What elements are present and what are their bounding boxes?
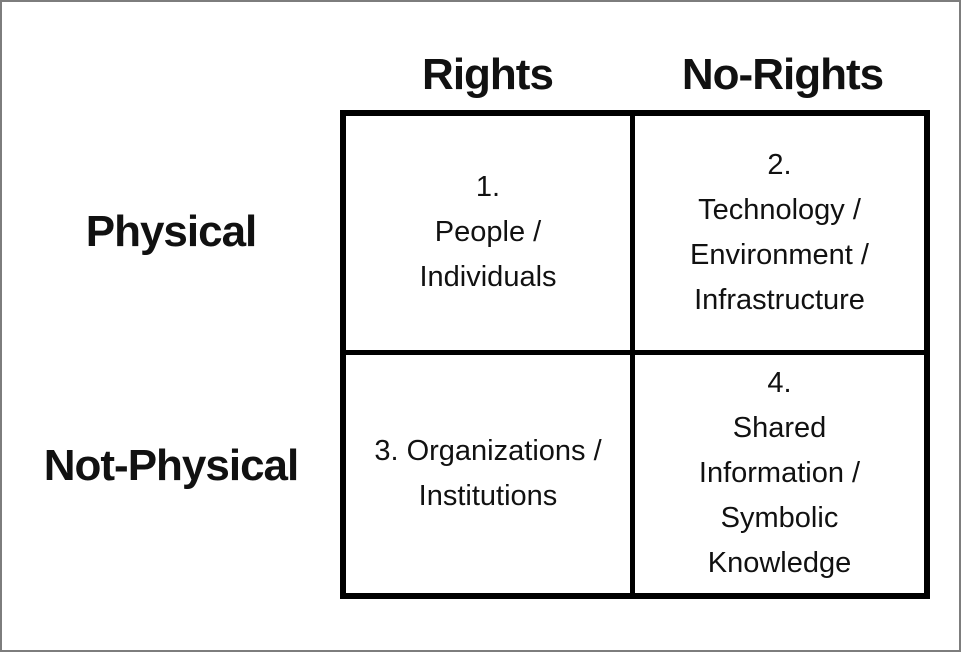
column-header-no-rights: No-Rights — [681, 50, 884, 99]
cell-1-line-2: People / — [434, 216, 542, 249]
cell-2-line-3: Environment / — [690, 238, 869, 271]
cell-4-line-3: Information / — [698, 457, 861, 490]
cell-3-line-2: Institutions — [418, 479, 558, 512]
cell-4-line-2: Shared — [732, 412, 827, 445]
cell-3-line-1: 3. Organizations / — [374, 434, 602, 467]
cell-2-line-1: 2. — [767, 148, 792, 181]
quadrant-cell-4-shared-information-symbolic-knowledge: 4. Shared Information / Symbolic Knowled… — [635, 355, 924, 594]
quadrant-cell-2-technology-environment-infrastructure: 2. Technology / Environment / Infrastruc… — [635, 116, 924, 355]
cell-2-line-4: Infrastructure — [694, 283, 865, 316]
row-header-physical: Physical — [85, 207, 258, 256]
cell-4-line-4: Symbolic — [720, 502, 839, 535]
cell-1-line-3: Individuals — [419, 261, 557, 294]
cell-4-line-5: Knowledge — [707, 547, 852, 580]
quadrant-grid: 1. People / Individuals 2. Technology / … — [340, 110, 930, 599]
cell-2-line-2: Technology / — [698, 193, 861, 226]
column-header-rights: Rights — [422, 50, 554, 99]
cell-4-line-1: 4. — [767, 367, 792, 400]
quadrant-cell-3-organizations-institutions: 3. Organizations / Institutions — [346, 354, 635, 593]
row-header-not-physical: Not-Physical — [43, 441, 300, 490]
cell-1-line-1: 1. — [475, 171, 501, 204]
quadrant-cell-1-people-individuals: 1. People / Individuals — [346, 116, 635, 355]
